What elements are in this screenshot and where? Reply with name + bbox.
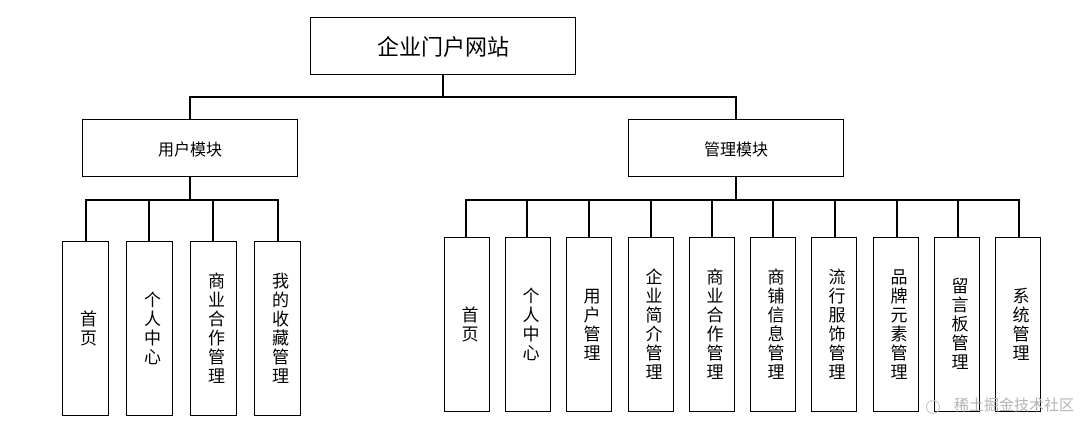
admin-leaf-company-intro: 企业简介管理 xyxy=(628,237,674,412)
watermark: 稀土掘金技术社区 xyxy=(953,396,1074,414)
user-leaf-my-favorites: 我的收藏管理 xyxy=(254,241,301,416)
root-label: 企业门户网站 xyxy=(376,36,509,61)
leaf-label: 我的收藏管理 xyxy=(268,271,288,386)
connector xyxy=(442,75,444,97)
module-user: 用户模块 xyxy=(82,119,298,177)
user-leaf-home: 首页 xyxy=(62,241,109,416)
leaf-label: 商业合作管理 xyxy=(204,271,224,386)
connector xyxy=(896,199,898,238)
connector xyxy=(588,199,590,238)
admin-leaf-message-board: 留言板管理 xyxy=(934,237,980,412)
user-leaf-personal-center: 个人中心 xyxy=(126,241,173,416)
connector xyxy=(957,199,959,238)
admin-leaf-personal-center: 个人中心 xyxy=(505,237,551,412)
connector xyxy=(834,199,836,238)
leaf-label: 品牌元素管理 xyxy=(886,267,907,382)
admin-leaf-fashion: 流行服饰管理 xyxy=(811,237,857,412)
user-leaf-business-cooperation: 商业合作管理 xyxy=(190,241,237,416)
connector xyxy=(148,199,150,242)
connector xyxy=(85,199,87,242)
leaf-label: 企业简介管理 xyxy=(641,267,662,382)
connector xyxy=(277,199,279,242)
leaf-label: 系统管理 xyxy=(1008,286,1029,363)
admin-leaf-home: 首页 xyxy=(444,237,490,412)
connector xyxy=(772,199,774,238)
connector xyxy=(526,199,528,238)
leaf-label: 商业合作管理 xyxy=(702,267,723,382)
admin-leaf-brand-elements: 品牌元素管理 xyxy=(873,237,919,412)
connector xyxy=(711,199,713,238)
module-user-label: 用户模块 xyxy=(157,140,222,159)
admin-leaf-business-cooperation: 商业合作管理 xyxy=(689,237,735,412)
leaf-label: 首页 xyxy=(457,305,478,344)
leaf-label: 商铺信息管理 xyxy=(763,267,784,382)
module-admin-label: 管理模块 xyxy=(703,140,768,159)
leaf-label: 用户管理 xyxy=(579,286,600,363)
connector xyxy=(189,177,191,200)
leaf-label: 流行服饰管理 xyxy=(824,267,845,382)
connector xyxy=(650,199,652,238)
leaf-label: 个人中心 xyxy=(140,290,160,367)
connector xyxy=(735,177,737,200)
connector xyxy=(189,96,191,120)
connector xyxy=(1018,199,1020,238)
admin-leaf-shop-info: 商铺信息管理 xyxy=(750,237,796,412)
root-node: 企业门户网站 xyxy=(310,17,576,75)
connector xyxy=(465,199,467,238)
module-admin: 管理模块 xyxy=(628,119,844,177)
juejin-logo-icon xyxy=(926,400,940,414)
connector xyxy=(465,199,1019,201)
connector xyxy=(85,199,279,201)
leaf-label: 首页 xyxy=(76,309,96,348)
connector xyxy=(735,96,737,120)
admin-leaf-user-management: 用户管理 xyxy=(566,237,612,412)
connector xyxy=(189,96,737,98)
leaf-label: 留言板管理 xyxy=(947,277,968,372)
admin-leaf-system: 系统管理 xyxy=(995,237,1041,412)
leaf-label: 个人中心 xyxy=(518,286,539,363)
connector xyxy=(212,199,214,242)
